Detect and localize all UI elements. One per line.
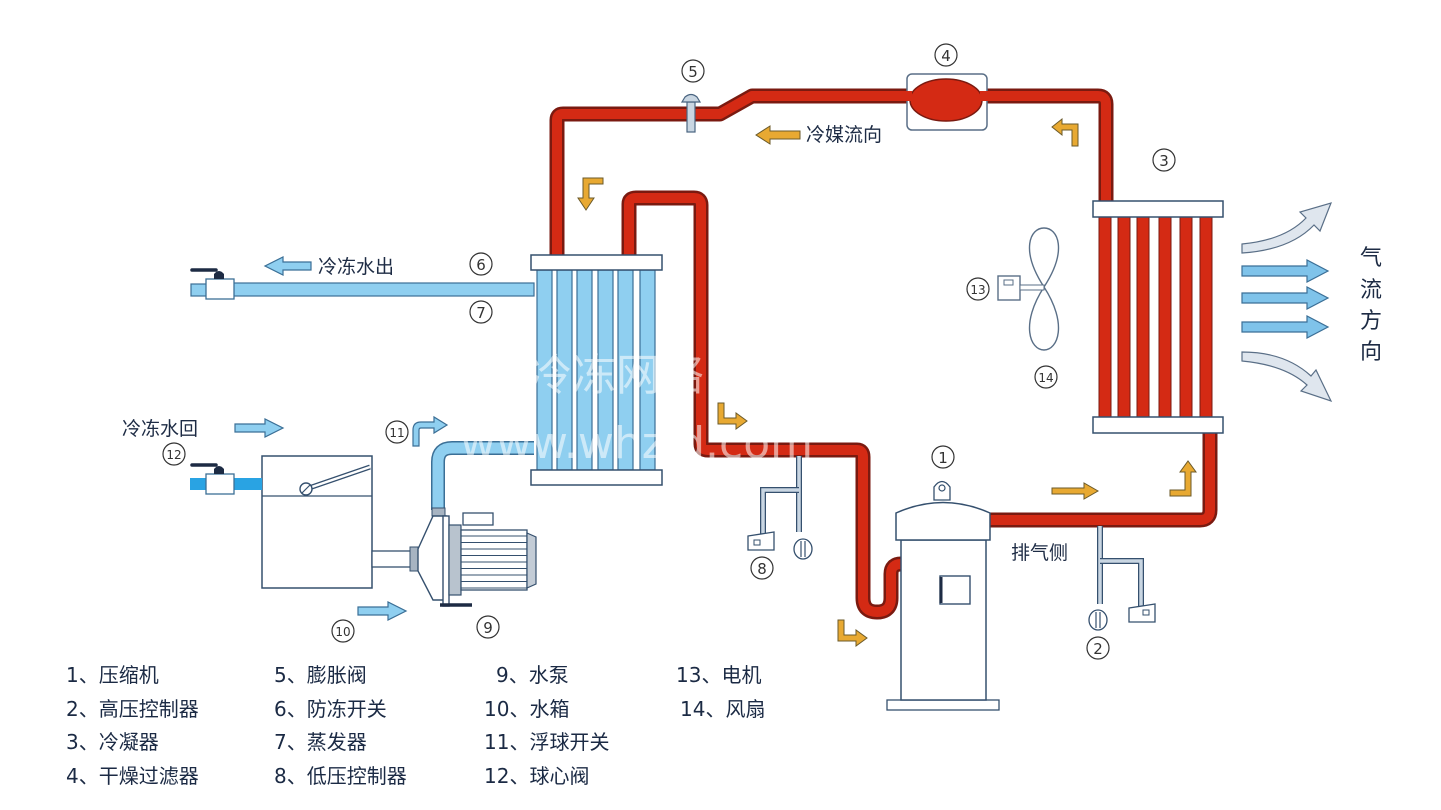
legend-item: 8、低压控制器 [274,764,407,788]
condenser-tube [1136,216,1150,418]
callout-6: 6 [469,252,493,276]
legend-item: 9、水泵 [496,663,569,687]
svg-text:7: 7 [476,304,486,322]
label-chilled-water-return: 冷冻水回 [122,418,198,440]
refrigerant-flow-arrows [577,117,1197,647]
legend-item: 4、干燥过滤器 [66,764,199,788]
fan-motor [997,275,1045,301]
condenser-tube [1117,216,1131,418]
airflow-arrow-straight [1241,315,1330,339]
ball-valve-return [190,463,235,495]
legend-item: 3、冷凝器 [66,730,159,754]
svg-text:4: 4 [941,47,951,65]
arrow-right-icon [234,418,285,438]
arrow-left-icon [263,256,312,276]
svg-text:9: 9 [483,619,493,637]
arrow-bent-icon [837,619,868,647]
svg-text:www.whzld.com: www.whzld.com [460,418,813,469]
svg-text:气: 气 [1360,246,1382,271]
condenser-tube [1158,216,1172,418]
callout-1: 1 [931,445,955,469]
svg-text:1: 1 [938,449,948,467]
airflow-arrow-straight [1241,286,1330,310]
water-pump [409,441,537,607]
label-airflow-direction: 气 流 方 向 [1360,246,1382,365]
legend-item: 14、风扇 [680,697,765,721]
ball-valve-outlet [190,268,235,300]
callout-8: 8 [750,556,774,580]
refrigerant-pipe-liquid-line [549,88,1114,256]
airflow-arrow-down-curve [1241,351,1333,403]
legend-item: 13、电机 [676,663,761,687]
legend: 1、压缩机 2、高压控制器 3、冷凝器 4、干燥过滤器 5、膨胀阀 6、防冻开关 7、蒸发器… [66,663,765,788]
arrow-bent-icon [1051,117,1079,147]
svg-text:6: 6 [476,256,486,274]
svg-text:3: 3 [1159,152,1169,170]
water-tank [190,455,373,589]
svg-text:11: 11 [389,426,404,440]
high-pressure-controller [1088,526,1156,631]
compressor [886,480,1000,711]
svg-text:12: 12 [166,448,181,462]
condenser [1092,200,1224,434]
callout-14: 14 [1034,365,1058,389]
legend-item: 5、膨胀阀 [274,663,367,687]
callout-2: 2 [1086,636,1110,660]
callout-10: 10 [331,619,355,643]
low-pressure-controller [747,456,813,560]
expansion-valve [680,93,702,133]
label-discharge-side: 排气侧 [1011,542,1068,564]
svg-text:2: 2 [1093,640,1103,658]
svg-text:13: 13 [970,283,985,297]
callout-5: 5 [681,59,705,83]
callout-13: 13 [966,277,990,301]
svg-text:10: 10 [335,625,350,639]
watermark: 冷冻网络 www.whzld.com [460,350,813,469]
airflow-arrow-straight [1241,259,1330,283]
dryer-filter [898,73,995,131]
legend-item: 6、防冻开关 [274,697,387,721]
callout-3: 3 [1152,148,1176,172]
svg-text:方: 方 [1360,309,1382,334]
tank-to-pump-pipe [371,550,413,568]
callout-12: 12 [162,442,186,466]
arrow-left-icon [755,125,801,145]
legend-item: 11、浮球开关 [484,730,609,754]
callout-11: 11 [385,420,409,444]
evaporator [530,254,663,486]
airflow-arrows [1241,202,1333,403]
legend-item: 10、水箱 [484,697,569,721]
legend-item: 12、球心阀 [484,764,589,788]
legend-item: 1、压缩机 [66,663,159,687]
airflow-arrow-up-curve [1241,202,1333,254]
refrigerant-pipe-discharge-line [988,430,1218,528]
svg-text:8: 8 [757,560,767,578]
condenser-tube [1179,216,1193,418]
label-refrigerant-flow: 冷媒流向 [806,124,882,146]
condenser-tube [1199,216,1213,418]
label-chilled-water-out: 冷冻水出 [318,256,394,278]
arrow-bent-icon [717,402,748,430]
arrow-bent-icon [1169,460,1197,497]
chilled-water-out-pipe [190,282,535,297]
callout-7: 7 [469,300,493,324]
svg-text:14: 14 [1038,371,1053,385]
arrow-right-icon [357,601,408,621]
refrigerant-pipes [549,88,1218,620]
svg-text:向: 向 [1360,340,1382,365]
arrow-bent-icon [412,415,449,447]
svg-text:流: 流 [1360,278,1382,303]
svg-text:冷冻网络: 冷冻网络 [528,350,704,401]
condenser-tube [1098,216,1112,418]
legend-item: 2、高压控制器 [66,697,199,721]
svg-text:5: 5 [688,63,698,81]
legend-item: 7、蒸发器 [274,730,367,754]
callout-4: 4 [934,43,958,67]
water-flow-arrows [234,256,449,621]
arrow-right-icon [1051,482,1100,500]
callout-9: 9 [476,615,500,639]
arrow-bent-icon [577,177,604,211]
